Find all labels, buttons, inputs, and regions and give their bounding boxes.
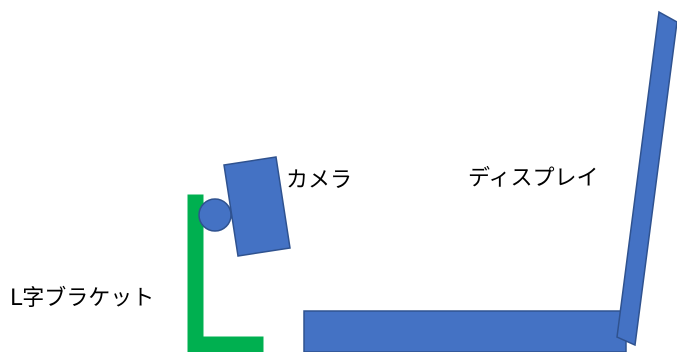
- camera-body-shape: [223, 156, 291, 257]
- camera-label: カメラ: [286, 168, 353, 193]
- display-panel-shape: [616, 10, 677, 347]
- laptop-base-shape: [303, 310, 627, 352]
- display-label: ディスプレイ: [468, 166, 599, 191]
- bracket-label: L字ブラケット: [10, 286, 155, 311]
- l-bracket-shape: [187, 194, 264, 352]
- camera-lens-shape: [198, 198, 232, 232]
